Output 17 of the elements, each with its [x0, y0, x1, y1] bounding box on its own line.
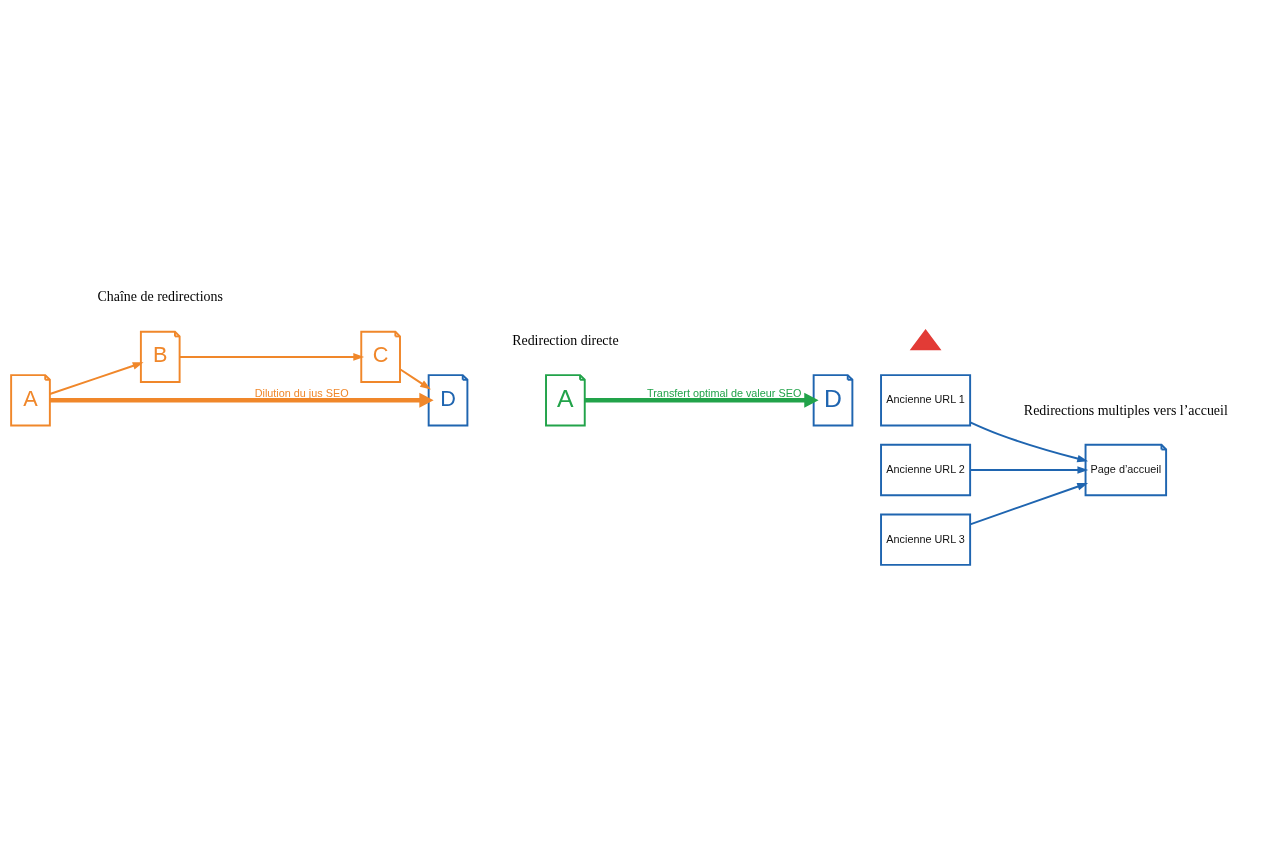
arrow — [969, 420, 1089, 462]
node-triangle — [909, 328, 942, 350]
arrow — [969, 482, 1089, 525]
node-box: Ancienne URL 1 — [880, 373, 972, 426]
arrow — [969, 465, 1089, 474]
arrow — [48, 361, 144, 395]
arrow — [178, 352, 365, 361]
arrow — [584, 392, 819, 408]
edge-label: Dilution du jus SEO — [254, 386, 349, 399]
arrow — [399, 367, 431, 390]
node-box: Ancienne URL 2 — [880, 443, 972, 496]
label: Redirections multiples vers l’accueil — [1023, 402, 1228, 418]
label: Redirection directe — [512, 332, 619, 348]
edge-label: Transfert optimal de valeur SEO — [647, 386, 802, 399]
label: Chaîne de redirections — [97, 288, 223, 304]
node-box: Ancienne URL 3 — [880, 513, 972, 566]
arrow — [49, 392, 434, 408]
